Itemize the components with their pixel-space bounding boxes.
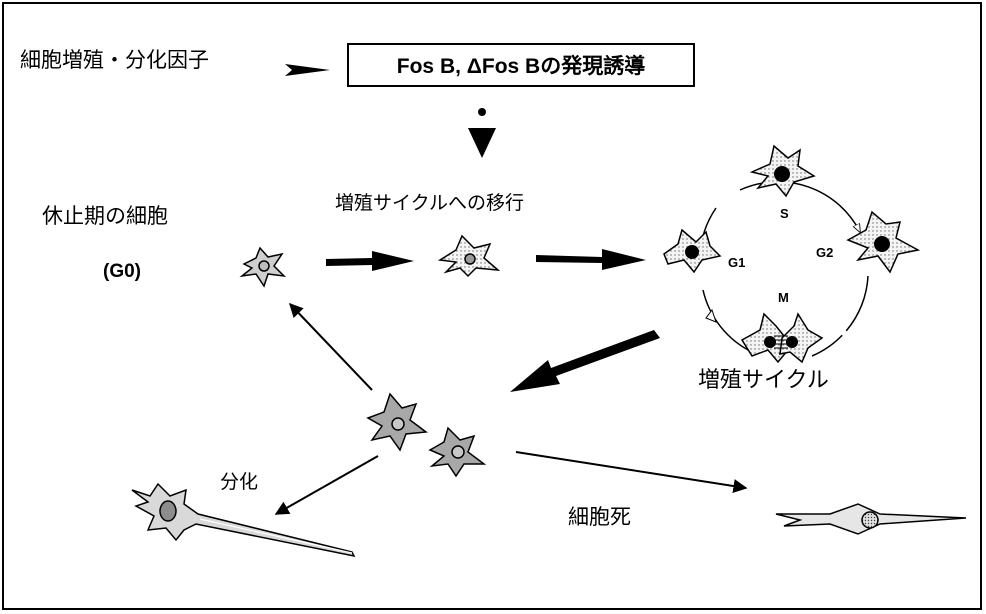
induction-arrow <box>468 108 496 158</box>
resting-cell-label: 休止期の細胞 <box>42 204 168 228</box>
cell-g1-phase <box>663 228 722 274</box>
trigger-arrow <box>285 64 330 76</box>
transitioning-cell <box>437 234 501 278</box>
proliferation-cycle-label: 増殖サイクル <box>698 368 829 393</box>
arrow-to-transition <box>326 251 414 271</box>
cell-m-phase <box>740 312 824 364</box>
arrow-exit-cycle <box>510 330 660 392</box>
arrow-to-cell-death <box>515 451 748 493</box>
transition-label: 増殖サイクルへの移行 <box>335 192 525 214</box>
differentiation-label: 分化 <box>220 471 259 493</box>
cell-s-phase <box>749 144 816 198</box>
phase-m-label: M <box>778 290 789 305</box>
phase-g1-label: G1 <box>728 255 746 270</box>
g0-label: (G0) <box>103 261 141 282</box>
induction-title-box: Fos B, ΔFos Bの発現誘導 <box>347 43 695 87</box>
cell-death-label: 細胞死 <box>568 505 631 529</box>
resting-cell <box>239 246 287 288</box>
phase-g2-label: G2 <box>816 245 834 260</box>
arrow-to-differentiation <box>274 455 379 515</box>
differentiated-cell <box>131 482 356 558</box>
phase-s-label: S <box>780 206 789 221</box>
cell-g2-phase <box>846 210 921 274</box>
trigger-label: 細胞増殖・分化因子 <box>20 48 209 72</box>
progenitor-cell-1 <box>366 392 428 452</box>
arrow-to-cycle <box>536 249 646 270</box>
progenitor-cell-2 <box>428 426 487 478</box>
cell-cycle-ring <box>699 181 869 357</box>
dying-cell <box>775 503 967 535</box>
arrow-return-to-g0 <box>289 302 373 391</box>
